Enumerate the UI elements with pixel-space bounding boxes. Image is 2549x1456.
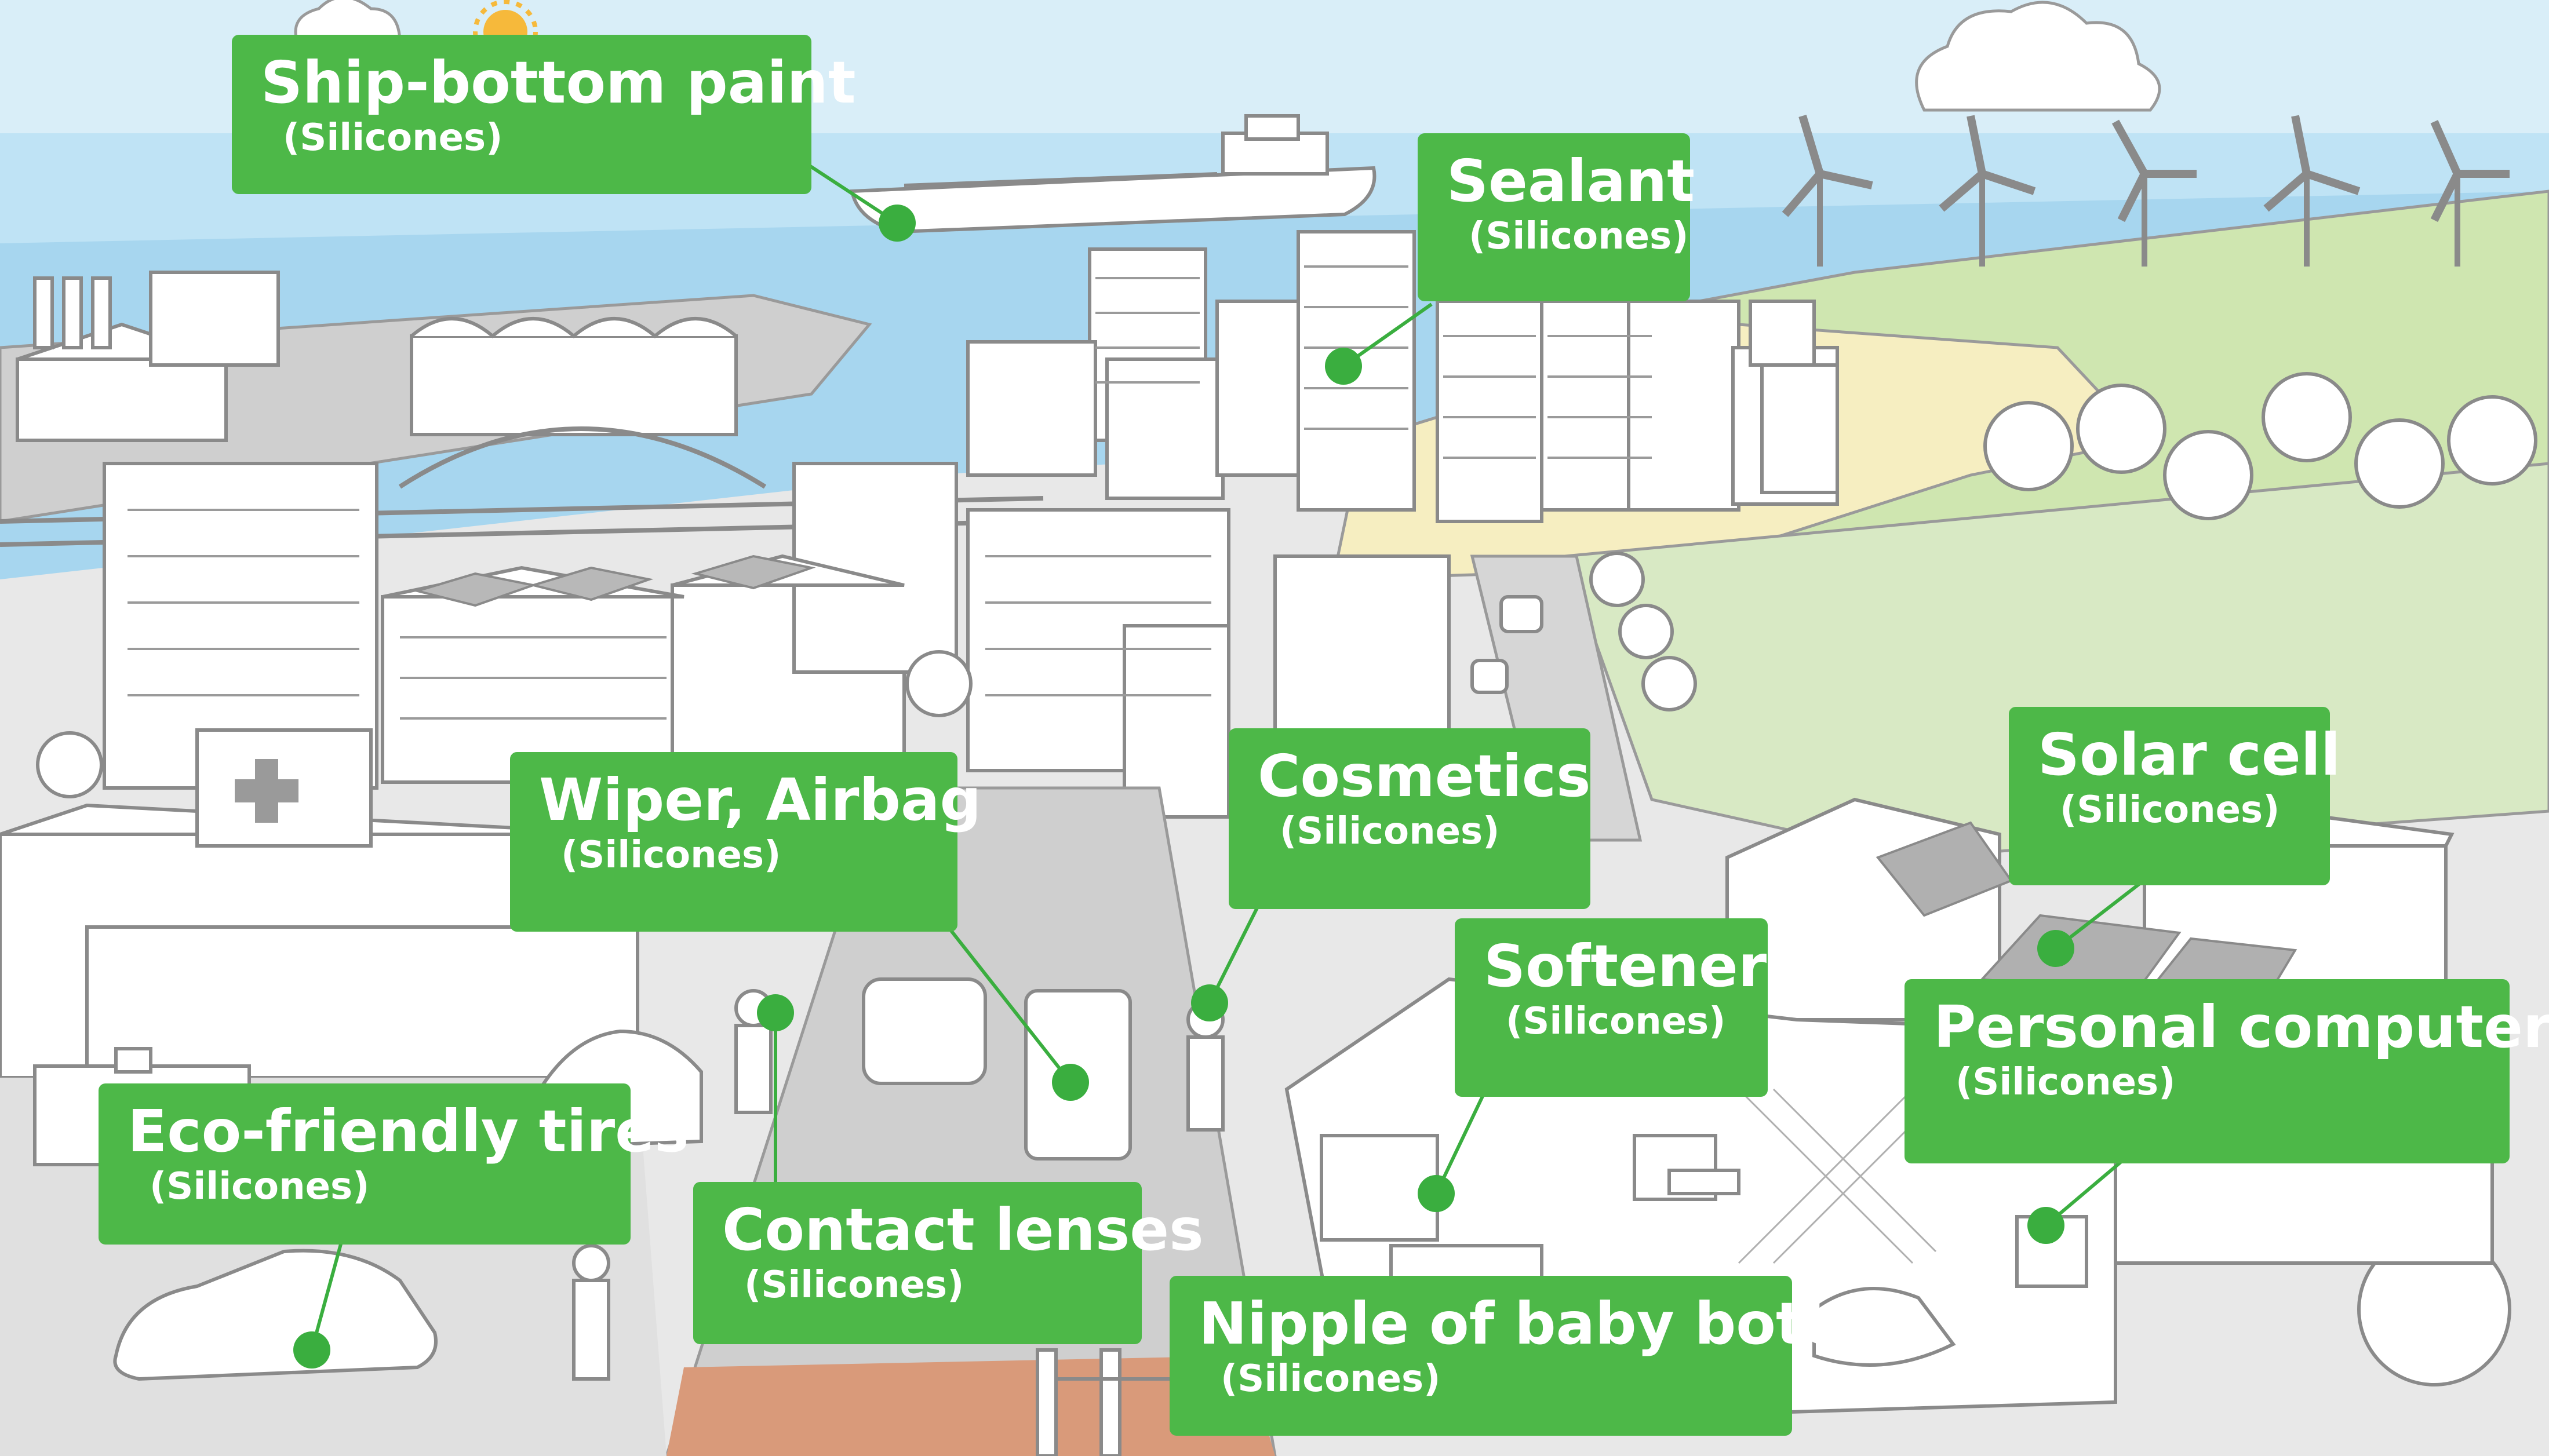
underground-pipes	[1036, 1348, 1188, 1456]
label-ship-bottom-paint: Ship-bottom paint (Silicones)	[232, 35, 856, 194]
tanker-ship	[850, 114, 1377, 234]
label-title: Solar cell	[2038, 721, 2341, 789]
label-title: Softener	[1484, 932, 1767, 1000]
label-subtitle: (Silicones)	[744, 1264, 964, 1307]
label-subtitle: (Silicones)	[1221, 1358, 1441, 1400]
dot-ship-bottom-paint	[879, 205, 916, 242]
label-subtitle: (Silicones)	[561, 834, 781, 877]
label-title: Nipple of baby bottle	[1199, 1290, 1891, 1358]
rooftop-solar-panels	[413, 554, 816, 607]
dot-softener	[1418, 1175, 1455, 1212]
label-nipple-baby-bottle: Nipple of baby bottle (Silicones)	[1170, 1276, 1891, 1436]
label-contact-lenses: Contact lenses (Silicones)	[693, 1182, 1204, 1344]
label-title: Ship-bottom paint	[261, 49, 856, 116]
trees	[36, 372, 2537, 1386]
dot-personal-computer	[2027, 1207, 2064, 1244]
wind-turbines	[1782, 114, 2510, 267]
label-solar-cell: Solar cell (Silicones)	[2009, 707, 2341, 885]
tower-windows	[1095, 265, 1652, 459]
soil-section	[667, 1356, 1275, 1456]
dot-wiper-airbag	[1052, 1064, 1089, 1101]
dot-contact-lenses	[757, 994, 794, 1031]
dot-solar-cell	[2037, 930, 2074, 967]
hospital	[0, 728, 639, 1079]
factories	[16, 271, 738, 442]
dot-eco-friendly-tires	[293, 1331, 330, 1369]
mid-windows	[128, 509, 1211, 720]
label-subtitle: (Silicones)	[1469, 215, 1689, 258]
label-title: Contact lenses	[722, 1196, 1204, 1264]
connector-eco-friendly-tires	[310, 1239, 344, 1351]
label-title: Cosmetics	[1258, 742, 1591, 810]
label-subtitle: (Silicones)	[150, 1165, 370, 1208]
label-subtitle: (Silicones)	[1956, 1061, 2176, 1104]
label-cosmetics: Cosmetics (Silicones)	[1229, 728, 1591, 909]
downtown-towers	[966, 230, 1839, 523]
label-title: Eco-friendly tires	[128, 1097, 689, 1165]
mid-buildings	[103, 462, 1451, 819]
label-eco-friendly-tires: Eco-friendly tires (Silicones)	[99, 1083, 689, 1245]
label-title: Sealant	[1447, 147, 1695, 215]
label-subtitle: (Silicones)	[1506, 1000, 1726, 1043]
label-subtitle: (Silicones)	[2060, 789, 2280, 831]
label-softener: Softener (Silicones)	[1455, 918, 1768, 1097]
label-wiper-airbag: Wiper, Airbag (Silicones)	[510, 752, 982, 932]
label-sealant: Sealant (Silicones)	[1418, 133, 1695, 301]
label-title: Personal computer	[1933, 993, 2549, 1061]
label-title: Wiper, Airbag	[539, 766, 982, 834]
connector-wiper-airbag	[949, 929, 1072, 1083]
dot-sealant	[1325, 348, 1362, 385]
label-subtitle: (Silicones)	[283, 116, 503, 159]
label-personal-computer: Personal computer (Silicones)	[1905, 979, 2549, 1163]
connector-ship-bottom-paint	[799, 158, 898, 225]
dot-cosmetics	[1191, 984, 1228, 1021]
hospital-cross-icon	[235, 759, 298, 823]
label-subtitle: (Silicones)	[1280, 810, 1500, 853]
